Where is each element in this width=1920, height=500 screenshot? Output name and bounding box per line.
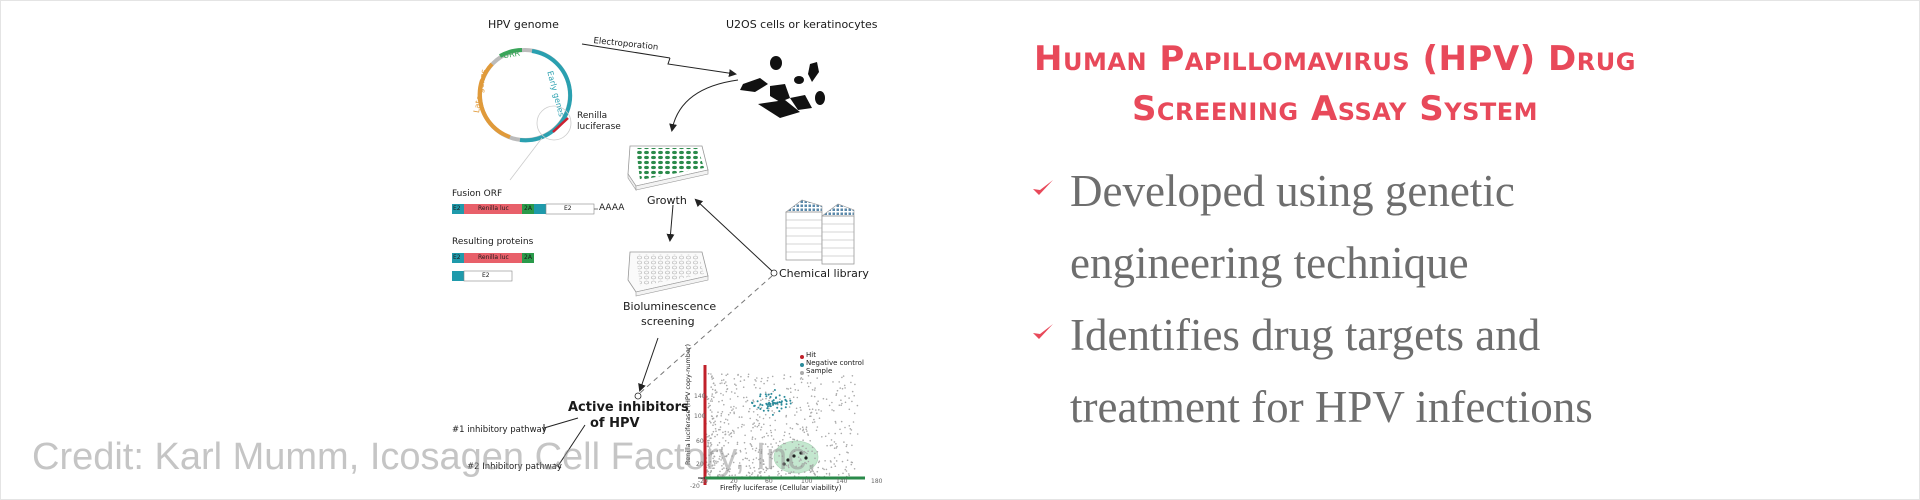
bullet-text-line1: Identifies drug targets and <box>1070 310 1541 360</box>
growth-label: Growth <box>647 194 687 207</box>
growth-plate-icon <box>627 145 709 191</box>
orf-2a-label: 2A <box>524 205 532 212</box>
orf-e2-label: E2 <box>453 205 461 212</box>
headline-title: Human Papillomavirus (HPV) Drug Screenin… <box>910 34 1760 134</box>
bioluminescence-label-line1: Bioluminescence <box>623 300 717 313</box>
bullet-text-line2: engineering technique <box>1070 238 1469 288</box>
active-inhibitors-line1: Active inhibitors <box>568 400 689 415</box>
title-line-2: Screening Assay System <box>1131 89 1539 129</box>
y-tick: 20 <box>696 461 704 468</box>
check-icon <box>1033 324 1053 339</box>
poly-a-label: AAAA <box>599 203 625 213</box>
bullet-text-line2: treatment for HPV infections <box>1070 382 1593 432</box>
assay-diagram: HPV genome URR Late genes Early genes Re… <box>440 0 910 500</box>
x-tick: 180 <box>871 478 883 485</box>
orf-renilla-label: Renilla luc <box>478 205 509 212</box>
p1-2a-label: 2A <box>524 254 532 261</box>
renilla-label-line2: luciferase <box>577 122 621 132</box>
cells-icon <box>740 56 825 118</box>
active-inhibitors-line2: of HPV <box>590 416 640 431</box>
bullet-text-line1: Developed using genetic <box>1070 166 1515 216</box>
check-icon <box>1033 180 1053 195</box>
protein2-bar <box>452 270 513 282</box>
hpv-genome-plasmid-icon <box>477 48 573 181</box>
p1-e2-label: E2 <box>453 254 461 261</box>
legend-sample: Sample <box>806 367 833 375</box>
pathway1-label: #1 inhibitory pathway <box>452 425 547 435</box>
fusion-orf-label: Fusion ORF <box>452 189 503 199</box>
x-tick: 20 <box>730 478 738 485</box>
legend-hit: Hit <box>806 351 816 359</box>
fusion-orf-bar <box>452 203 598 215</box>
renilla-label-line1: Renilla <box>577 111 608 121</box>
cells-label: U2OS cells or keratinocytes <box>726 18 878 31</box>
bullet-item: Identifies drug targets and treatment fo… <box>1030 299 1730 443</box>
chemical-library-icon <box>785 199 855 265</box>
x-tick: 60 <box>765 478 773 485</box>
x-tick: 140 <box>836 478 848 485</box>
legend-negative-control: Negative control <box>806 359 864 367</box>
p1-renilla-label: Renilla luc <box>478 254 509 261</box>
bioluminescence-label-line2: screening <box>641 315 695 328</box>
feature-bullets: Developed using genetic engineering tech… <box>1030 155 1730 443</box>
x-tick: -20 <box>698 478 708 485</box>
pathway2-label: #2 Inhibitory pathway <box>467 462 562 472</box>
screening-plate-icon <box>627 251 709 297</box>
hpv-genome-label: HPV genome <box>488 18 559 31</box>
chemical-library-label: Chemical library <box>779 267 869 280</box>
y-tick: 100 <box>694 413 706 420</box>
bullet-item: Developed using genetic engineering tech… <box>1030 155 1730 299</box>
scatter-plot <box>698 355 865 485</box>
title-line-1: Human Papillomavirus (HPV) Drug <box>1034 39 1636 79</box>
protein1-bar <box>452 253 534 263</box>
orf-e2b-label: E2 <box>564 205 572 212</box>
y-tick: -20 <box>690 483 700 490</box>
x-tick: 100 <box>801 478 813 485</box>
x-axis-label: Firefly luciferase (Cellular viability) <box>720 484 842 492</box>
credit-watermark: Credit: Karl Mumm, Icosagen Cell Factory… <box>32 436 817 478</box>
p2-e2-label: E2 <box>482 272 490 279</box>
y-tick: 140 <box>694 393 706 400</box>
resulting-proteins-label: Resulting proteins <box>452 237 534 247</box>
y-tick: 60 <box>696 438 704 445</box>
diagram-graphics <box>452 43 865 485</box>
